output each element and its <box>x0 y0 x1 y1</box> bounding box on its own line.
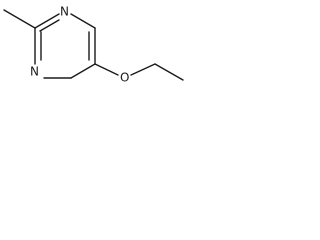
atom-label-oxygen: O <box>120 71 129 85</box>
bond-o-ch2 <box>130 63 156 76</box>
bond-c2-n1-double <box>39 19 60 32</box>
bond-c2-n1 <box>34 13 60 29</box>
bond-c5-c4 <box>70 63 96 79</box>
atom-label-nitrogen-bottom: N <box>30 65 39 79</box>
bonds <box>3 9 184 81</box>
atom-label-nitrogen-top: N <box>60 5 69 19</box>
atom-labels: N N O <box>30 5 129 85</box>
bond-methyl-c2 <box>3 9 36 29</box>
bond-n1-c6 <box>70 13 96 29</box>
bond-ch2-ch3 <box>154 63 184 81</box>
bond-c5-o <box>94 63 119 76</box>
molecule-structure-diagram: N N O <box>3 5 184 85</box>
